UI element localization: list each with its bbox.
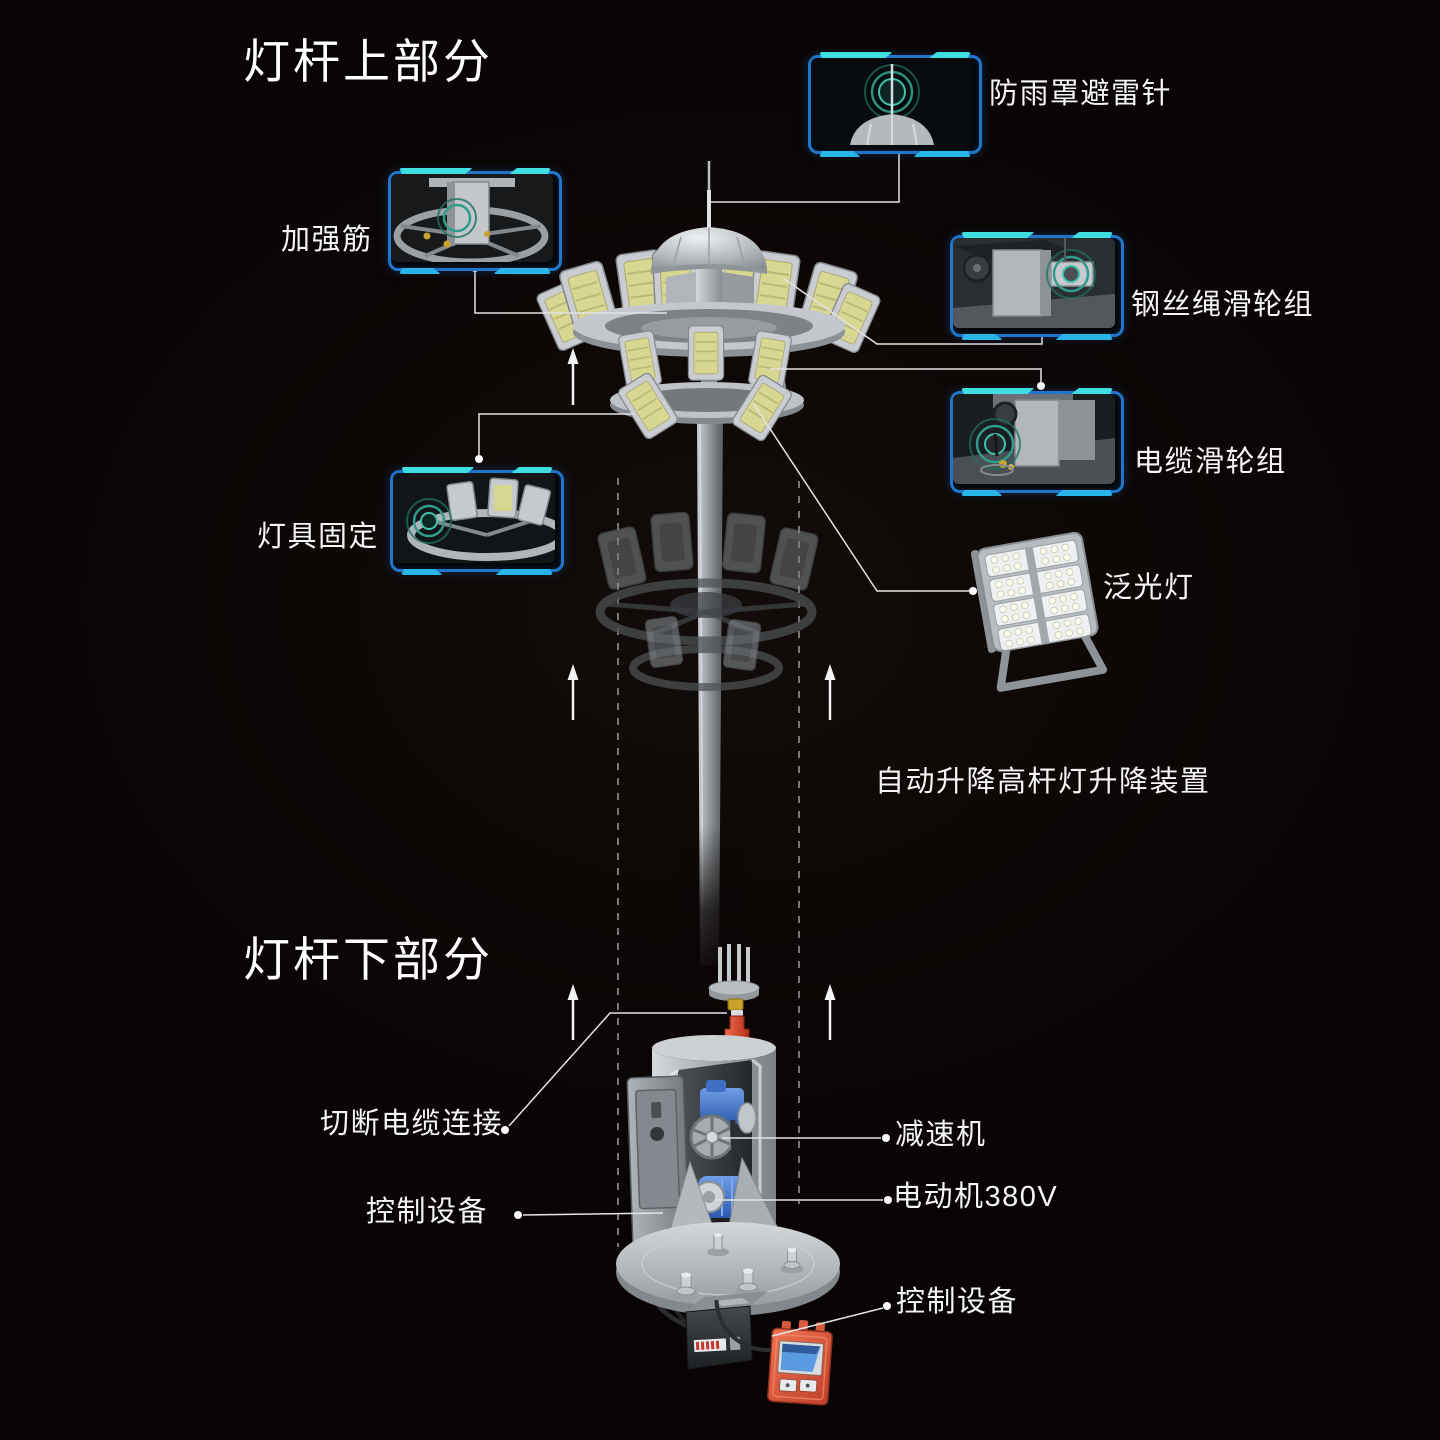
callout-lines xyxy=(474,151,1043,1337)
frame-corner-icon xyxy=(401,467,475,473)
title-lower-section: 灯杆下部分 xyxy=(243,933,493,986)
base-assembly xyxy=(616,1035,840,1406)
frame-corner-icon xyxy=(1071,388,1113,394)
frame-corner-icon xyxy=(961,334,1003,340)
rain-cover-dome xyxy=(651,227,767,274)
title-upper-section: 灯杆上部分 xyxy=(243,35,493,88)
ghost-lamp-ring xyxy=(595,511,820,691)
floodlight-product-image xyxy=(970,531,1108,692)
label-control-equipment-left: 控制设备 xyxy=(366,1196,489,1228)
base-plate xyxy=(616,1222,840,1316)
label-rainproof-lightning-rod: 防雨罩避雷针 xyxy=(989,78,1173,110)
gold-connector xyxy=(727,998,744,1011)
frame-corner-icon xyxy=(511,467,553,473)
lightning-rod-detail-image xyxy=(811,58,973,145)
frame-corner-icon xyxy=(1071,232,1113,238)
label-floodlight: 泛光灯 xyxy=(1103,572,1195,604)
inset-lamp-fixing xyxy=(390,470,564,572)
frame-corner-icon xyxy=(495,569,553,575)
frame-corner-icon xyxy=(399,268,441,274)
frame-corner-icon xyxy=(399,168,473,174)
lamp-fixing-detail-image xyxy=(393,473,555,563)
wire-rope-pulley-detail-image xyxy=(953,238,1115,328)
frame-corner-icon xyxy=(1055,334,1113,340)
inset-rainproof-lightning-rod xyxy=(808,55,982,154)
label-lamp-fixing: 灯具固定 xyxy=(257,521,380,553)
frame-corner-icon xyxy=(509,168,551,174)
frame-corner-icon xyxy=(961,232,1035,238)
cable-pulley-detail-image xyxy=(953,394,1115,484)
label-wire-rope-pulley: 钢丝绳滑轮组 xyxy=(1131,289,1315,321)
inset-reinforcing-rib xyxy=(388,171,562,271)
frame-corner-icon xyxy=(961,490,1003,496)
frame-corner-icon xyxy=(819,151,861,157)
anchor-bolts xyxy=(673,1233,804,1300)
frame-corner-icon xyxy=(929,52,971,58)
label-auto-lift-device: 自动升降高杆灯升降装置 xyxy=(875,766,1211,798)
frame-corner-icon xyxy=(493,268,551,274)
label-motor-380v: 电动机380V xyxy=(893,1181,1059,1213)
reducer-gearbox xyxy=(689,1080,757,1160)
up-arrows xyxy=(567,348,836,1040)
reinforcing-rib-detail-image xyxy=(391,174,553,262)
shaft-fade xyxy=(676,826,748,982)
label-reinforcing-rib: 加强筋 xyxy=(281,224,373,256)
frame-corner-icon xyxy=(913,151,971,157)
inset-cable-pulley xyxy=(950,391,1124,493)
label-reducer: 减速机 xyxy=(895,1119,987,1151)
breaker-box xyxy=(685,1291,768,1370)
inset-wire-rope-pulley xyxy=(950,235,1124,337)
label-control-equipment-bottom: 控制设备 xyxy=(896,1286,1019,1318)
frame-corner-icon xyxy=(819,52,893,58)
control-cabinet xyxy=(626,1075,690,1249)
label-cable-pulley: 电缆滑轮组 xyxy=(1134,446,1287,478)
remote-control xyxy=(714,1299,833,1406)
pole-head-assembly xyxy=(534,161,883,444)
frame-corner-icon xyxy=(1055,490,1113,496)
frame-corner-icon xyxy=(961,388,1035,394)
label-cut-cable-connection: 切断电缆连接 xyxy=(320,1108,504,1140)
frame-corner-icon xyxy=(401,569,443,575)
